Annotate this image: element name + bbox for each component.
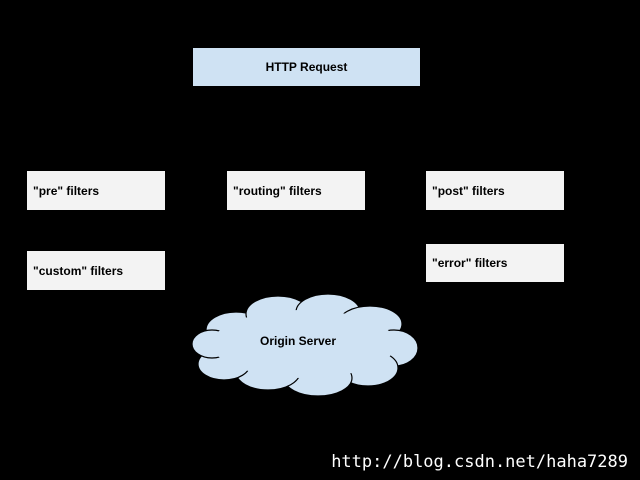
- edge-post-to-request: [382, 85, 496, 172]
- watermark-url: http://blog.csdn.net/haha7289: [331, 452, 628, 472]
- http-request-label: HTTP Request: [265, 60, 348, 74]
- edge-routing-to-error: [339, 209, 432, 252]
- post-filters-label: "post" filters: [432, 183, 505, 198]
- custom-filters-node: "custom" filters: [27, 251, 165, 290]
- http-request-node: HTTP Request: [193, 48, 420, 86]
- error-filters-label: "error" filters: [432, 256, 508, 270]
- post-filters-node: "post" filters: [426, 171, 564, 210]
- edge-request-to-pre: [94, 85, 231, 172]
- error-filters-node: "error" filters: [426, 244, 564, 282]
- edge-pre-to-error: [129, 209, 428, 263]
- origin-server-cloud: [191, 293, 419, 397]
- pre-filters-node: "pre" filters: [27, 171, 165, 210]
- routing-filters-node: "routing" filters: [227, 171, 365, 210]
- pre-filters-label: "pre" filters: [33, 183, 100, 198]
- origin-server-label: Origin Server: [259, 334, 337, 348]
- custom-filters-label: "custom" filters: [33, 263, 124, 278]
- routing-filters-label: "routing" filters: [233, 183, 322, 198]
- edge-custom-to-routing: [164, 209, 264, 263]
